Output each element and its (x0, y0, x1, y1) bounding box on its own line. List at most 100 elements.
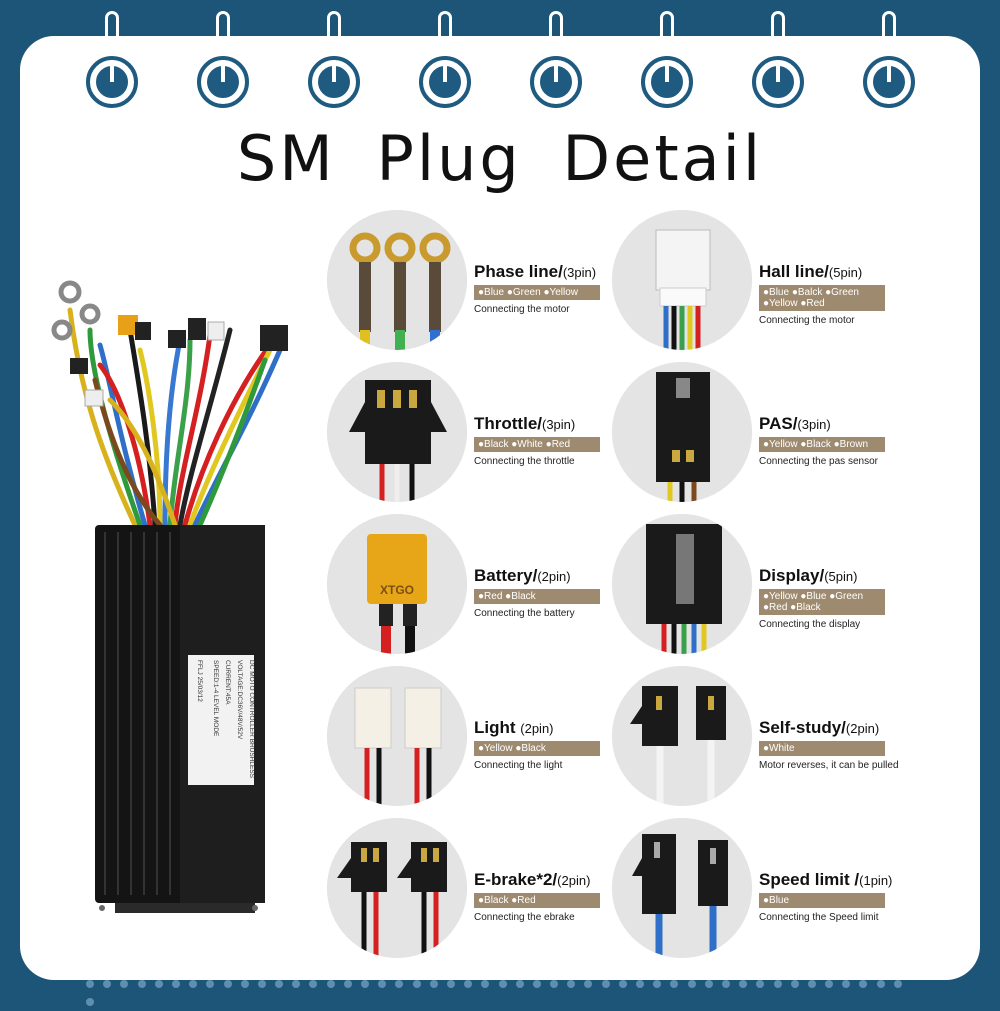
phase-line-connector-illustration (327, 210, 467, 350)
border-dot (137, 980, 146, 988)
page-title: SM Plug Detail (236, 122, 764, 195)
plug-wire-colors: ●White (759, 741, 885, 756)
binder-hole (530, 56, 582, 108)
wire-color-line: ●Red ●Black (478, 591, 536, 602)
controller-housing: DC MOTO CONTROLLER BRUSHLESS VOLTAGE:DC3… (95, 525, 265, 913)
svg-text:XTGO: XTGO (380, 583, 414, 597)
binder-hole (419, 56, 471, 108)
battery-photo: XTGO (327, 514, 467, 654)
border-dot (636, 980, 644, 988)
throttle-photo (327, 362, 467, 502)
wire-bundle (67, 307, 283, 528)
phase-terminals (51, 280, 101, 341)
binder-hole (308, 56, 360, 108)
binder-hole-mark (776, 60, 780, 82)
controller-label-line: FFLJ 25/03/12 (196, 660, 203, 702)
plug-description: Connecting the motor (474, 304, 570, 315)
controller-label-line: CURRENT:45A (224, 660, 231, 705)
binder-hole (752, 56, 804, 108)
plug-name: E-brake*2/(2pin) (474, 870, 634, 890)
wire-color-line: ●Black ●White ●Red (478, 439, 571, 450)
hall-line-info: Hall line/(5pin)●Blue ●Balck ●Green●Yell… (759, 262, 919, 326)
border-dot (498, 980, 507, 988)
border-dot (206, 980, 215, 988)
plug-pin-count: (3pin) (562, 265, 597, 280)
binder-hole (641, 56, 693, 108)
connector-heads (70, 315, 288, 407)
border-dot (395, 980, 404, 988)
border-dot (515, 980, 524, 988)
plug-name: Throttle/(3pin) (474, 414, 634, 434)
binder-hole-mark (221, 60, 225, 82)
border-dot (223, 980, 232, 988)
plug-wire-colors: ●Blue ●Green ●Yellow (474, 285, 600, 300)
binder-ring (216, 11, 230, 55)
border-dot (842, 980, 851, 988)
wire-color-line: ●Yellow ●Black ●Brown (763, 439, 869, 450)
binder-hole (86, 56, 138, 108)
phase-line-photo (327, 210, 467, 350)
plug-name-text: PAS/ (759, 414, 798, 433)
plug-description: Connecting the throttle (474, 456, 575, 467)
display-connector-illustration (612, 514, 752, 654)
plug-pin-count: (2pin) (537, 569, 571, 584)
binder-ring (771, 11, 785, 55)
binder-hole-mark (554, 60, 558, 82)
controller-image: DC MOTO CONTROLLER BRUSHLESS VOLTAGE:DC3… (51, 280, 288, 913)
plug-pin-count: (5pin) (828, 265, 863, 280)
border-dot (240, 980, 249, 988)
plug-pin-count: (5pin) (824, 569, 858, 584)
pas-photo (612, 362, 752, 502)
binder-ring (105, 11, 119, 55)
border-dot (120, 980, 129, 988)
plug-description: Connecting the pas sensor (759, 456, 878, 467)
plug-wire-colors: ●Yellow ●Black (474, 741, 600, 756)
speed-limit-connector-illustration (612, 818, 752, 958)
border-dot (532, 980, 541, 988)
border-dot (601, 980, 610, 988)
border-dot (653, 980, 662, 988)
plug-description: Connecting the Speed limit (759, 912, 879, 923)
border-dot (464, 980, 473, 988)
border-dot (361, 980, 369, 988)
border-dot (584, 980, 593, 988)
border-dot (756, 980, 765, 988)
border-dot (86, 998, 94, 1006)
border-dot (893, 980, 902, 988)
binder-hole-inner (94, 64, 130, 100)
plug-name-text: Speed limit / (759, 870, 860, 889)
plug-pin-count: (2pin) (845, 721, 880, 736)
border-dot (739, 980, 748, 988)
plug-description: Connecting the motor (759, 315, 855, 326)
plug-wire-colors: ●Yellow ●Black ●Brown (759, 437, 885, 452)
border-dot (567, 980, 576, 988)
wire-color-line: ●Yellow ●Red (763, 298, 825, 309)
border-dot (309, 980, 318, 988)
binder-hole-mark (332, 60, 336, 82)
plug-name: Speed limit /(1pin) (759, 870, 919, 890)
plug-name-text: Throttle/ (474, 414, 542, 433)
plug-wire-colors: ●Black ●Red (474, 893, 600, 908)
border-dot (429, 980, 438, 988)
plug-description: Connecting the light (474, 760, 563, 771)
border-dot (103, 980, 112, 988)
binder-hole-mark (110, 60, 114, 82)
plug-pin-count: (3pin) (542, 417, 576, 432)
border-dot (807, 980, 816, 988)
plug-name-text: Light (474, 718, 521, 737)
plug-name-text: Phase line/ (474, 262, 563, 281)
hall-line-connector-illustration (612, 210, 752, 350)
throttle-connector-illustration (327, 362, 467, 502)
border-dot (378, 980, 387, 988)
border-dot (275, 980, 284, 988)
border-dot (171, 980, 180, 988)
binder-ring (438, 11, 452, 55)
plug-description: Connecting the display (759, 619, 861, 630)
wire-color-line: ●Yellow ●Blue ●Green (763, 591, 864, 602)
